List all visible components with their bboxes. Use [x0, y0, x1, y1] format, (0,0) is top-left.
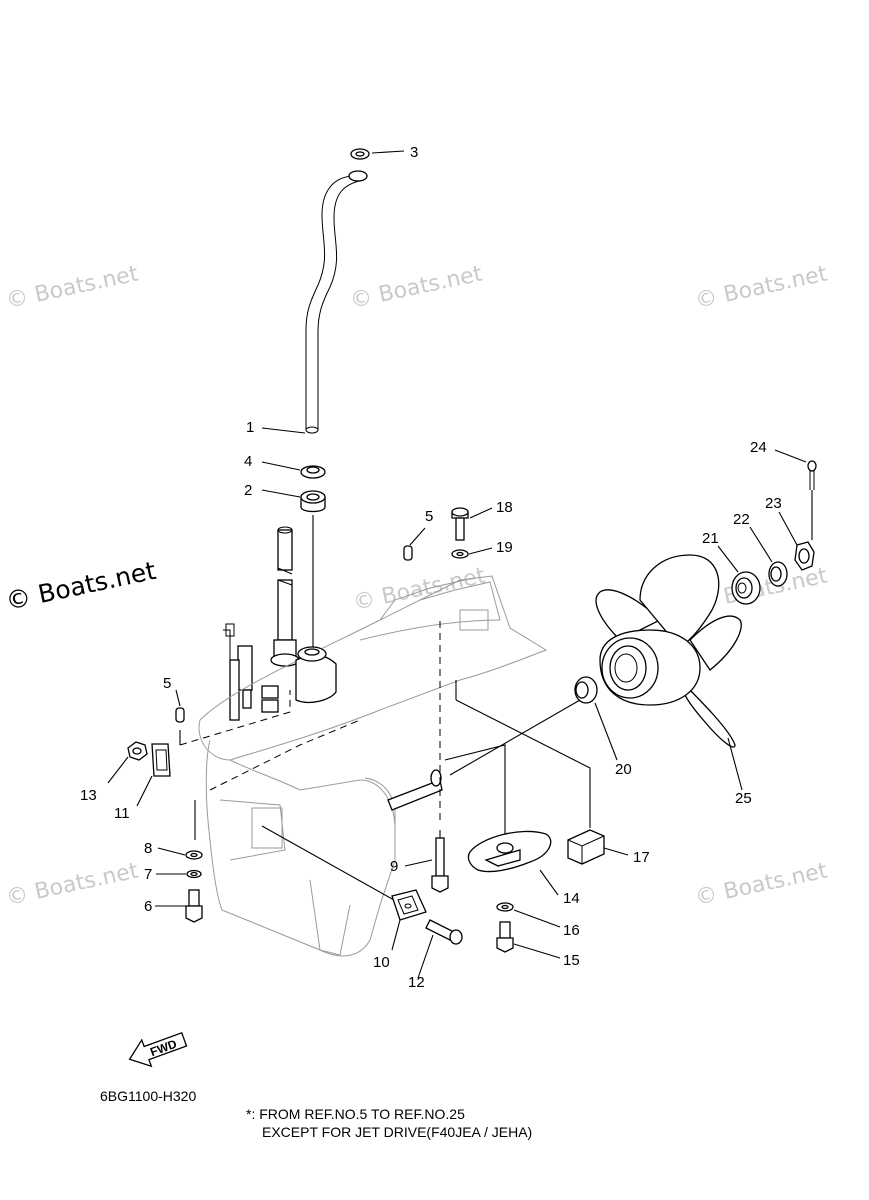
watermark: © Boats.net — [351, 563, 488, 615]
part-22-washer — [768, 561, 788, 587]
label-7: 7 — [144, 866, 152, 883]
part-10-grommet — [391, 889, 427, 921]
label-19: 19 — [496, 539, 513, 556]
label-leaders — [107, 150, 807, 979]
fwd-label: FWD — [148, 1037, 179, 1060]
part-6-bolt — [185, 889, 203, 923]
watermark: © Boats.net — [693, 261, 830, 313]
part-7-washer — [186, 869, 202, 879]
label-5-lower: 5 — [163, 675, 171, 692]
footnote-line-1: *: FROM REF.NO.5 TO REF.NO.25 — [246, 1106, 465, 1122]
shift-rod — [223, 623, 253, 721]
part-3-grommet — [350, 148, 370, 160]
part-9-bolt — [431, 837, 449, 893]
part-13-nut — [127, 741, 148, 761]
label-21: 21 — [702, 530, 719, 547]
part-4-seal — [300, 465, 326, 479]
part-19-washer — [451, 549, 469, 559]
part-16-washer — [496, 902, 514, 912]
part-12-screw — [425, 919, 463, 945]
part-14-trim-tab — [467, 830, 552, 873]
label-9: 9 — [390, 858, 398, 875]
part-5-dowel-pin-lower — [175, 707, 185, 723]
part-25-propeller — [595, 554, 742, 748]
label-23: 23 — [765, 495, 782, 512]
label-13: 13 — [80, 787, 97, 804]
watermark: © Boats.net — [348, 261, 485, 313]
part-labels: 3 1 4 2 5 18 19 5 13 11 8 7 6 9 10 12 14… — [80, 144, 782, 991]
part-23-nut — [794, 541, 815, 571]
label-4: 4 — [244, 453, 252, 470]
label-17: 17 — [633, 849, 650, 866]
label-22: 22 — [733, 511, 750, 528]
label-20: 20 — [615, 761, 632, 778]
label-2: 2 — [244, 482, 252, 499]
part-21-spacer — [731, 571, 761, 605]
label-6: 6 — [144, 898, 152, 915]
label-25: 25 — [735, 790, 752, 807]
label-3: 3 — [410, 144, 418, 161]
part-2-grommet — [300, 490, 326, 513]
drive-shaft — [270, 526, 300, 667]
label-11: 11 — [114, 805, 130, 822]
lower-unit-housing — [179, 575, 548, 957]
part-1-water-tube — [305, 170, 368, 434]
watermark: © Boats.net — [693, 858, 830, 910]
label-24: 24 — [750, 439, 767, 456]
part-18-bolt — [451, 507, 469, 541]
part-17-anode — [567, 829, 605, 865]
part-15-bolt — [496, 921, 514, 953]
part-11-grommet — [151, 743, 171, 777]
label-15: 15 — [563, 952, 580, 969]
part-5-dowel-pin-upper — [403, 545, 413, 561]
label-12: 12 — [408, 974, 425, 991]
part-20-spacer — [574, 676, 598, 704]
watermark: © Boats.net — [3, 556, 158, 616]
label-8: 8 — [144, 840, 152, 857]
fwd-arrow-icon: FWD — [128, 1031, 188, 1068]
part-8-washer — [185, 850, 203, 860]
watermark: © Boats.net — [4, 858, 141, 910]
label-10: 10 — [373, 954, 390, 971]
footnote-line-2: EXCEPT FOR JET DRIVE(F40JEA / JEHA) — [262, 1124, 533, 1140]
part-24-cotter-pin — [807, 460, 817, 490]
label-14: 14 — [563, 890, 580, 907]
label-16: 16 — [563, 922, 580, 939]
label-5-upper: 5 — [425, 508, 433, 525]
watermark: © Boats.net — [4, 261, 141, 313]
diagram-code: 6BG1100-H320 — [100, 1088, 197, 1104]
label-1: 1 — [246, 419, 254, 436]
label-18: 18 — [496, 499, 513, 516]
